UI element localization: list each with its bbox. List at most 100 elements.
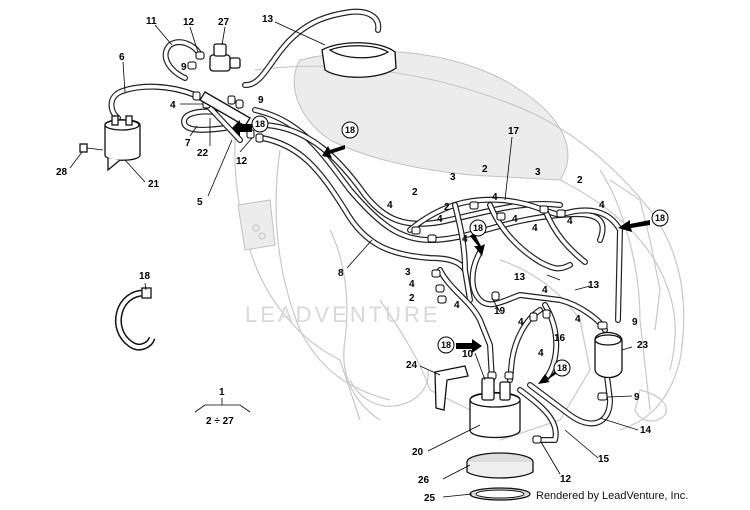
- fuel-filter: [594, 331, 623, 379]
- callout-3: 3: [450, 172, 456, 183]
- assembly-range: 2 ÷ 27: [206, 416, 234, 427]
- callout-19: 19: [494, 306, 506, 317]
- arrow-icon: [232, 120, 252, 136]
- callout-15: 15: [598, 454, 610, 465]
- callout-2-e: 2: [409, 293, 415, 304]
- fuel-pump: [469, 377, 521, 439]
- callout-4-o: 4: [538, 348, 544, 359]
- callout-2-b: 2: [412, 187, 418, 198]
- clamp-icon: [235, 99, 244, 109]
- assembly-number: 1: [219, 387, 225, 398]
- part-callouts: 11 12 27 13 6 9 4 9 7 22 12 28 21 5 17 2…: [56, 14, 652, 504]
- clamp-icon: [597, 321, 608, 330]
- callout-9-b: 9: [258, 95, 264, 106]
- callout-2-c: 2: [577, 175, 583, 186]
- clamp-icon: [255, 133, 264, 143]
- callout-16: 16: [554, 333, 566, 344]
- callout-18-e: 18: [441, 340, 451, 350]
- fuel-tank-cap: [321, 42, 397, 78]
- callout-12-b: 12: [236, 156, 248, 167]
- callout-28: 28: [56, 167, 68, 178]
- clamp-icon: [187, 61, 197, 70]
- callout-4-e: 4: [512, 214, 518, 225]
- clamp-ring: [114, 287, 156, 351]
- clamp-icon: [411, 226, 421, 235]
- arrow-icon: [618, 220, 650, 232]
- clamp-icon: [529, 312, 538, 322]
- clamp-icon: [227, 95, 236, 105]
- callout-13-c: 13: [588, 280, 600, 291]
- callout-9-d: 9: [634, 392, 640, 403]
- callout-6: 6: [119, 52, 125, 63]
- callout-18-b: 18: [345, 125, 355, 135]
- callout-5: 5: [197, 197, 203, 208]
- callout-8: 8: [338, 268, 344, 279]
- callout-7: 7: [185, 138, 191, 149]
- callout-4-n: 4: [575, 314, 581, 325]
- clamp-icon: [437, 295, 447, 304]
- callout-3-b: 3: [535, 167, 541, 178]
- circled-callout-icon: [651, 209, 669, 227]
- callout-9: 9: [181, 62, 187, 73]
- clamp-icon: [542, 309, 551, 319]
- clamp-icon: [469, 201, 479, 210]
- assembly-symbol: 1 2 ÷ 27: [194, 387, 251, 427]
- clamp-icon: [427, 234, 437, 243]
- callout-4-m: 4: [518, 317, 524, 328]
- callout-4-k: 4: [454, 300, 460, 311]
- circled-callout-icon: [251, 115, 269, 133]
- circled-callout-icon: [553, 359, 571, 377]
- callout-14: 14: [640, 425, 652, 436]
- callout-2-d: 2: [444, 202, 450, 213]
- arrow-icon: [470, 233, 485, 256]
- pointer-arrows: [232, 120, 650, 384]
- callout-21: 21: [148, 179, 160, 190]
- callout-4-f: 4: [462, 234, 468, 245]
- callout-4-l: 4: [542, 285, 548, 296]
- clamp-icon: [195, 51, 205, 60]
- callout-9-c: 9: [632, 317, 638, 328]
- hose-clamps: [187, 51, 608, 444]
- callout-27: 27: [218, 17, 230, 28]
- callout-18-ring: 18: [139, 271, 151, 282]
- clamp-icon: [556, 209, 566, 218]
- clamp-icon: [491, 291, 500, 301]
- callout-11: 11: [146, 16, 157, 27]
- clamp-icon: [504, 371, 514, 380]
- pump-ring: [466, 452, 534, 501]
- callout-4: 4: [170, 100, 176, 111]
- clamp-icon: [431, 269, 441, 278]
- check-valve: [209, 43, 241, 72]
- callout-13-b: 13: [514, 272, 526, 283]
- callout-4-d: 4: [492, 192, 498, 203]
- callout-20: 20: [412, 447, 424, 458]
- clamp-icon: [532, 435, 542, 444]
- callout-12: 12: [183, 17, 195, 28]
- leader-lines: [69, 21, 639, 498]
- callout-26: 26: [418, 475, 430, 486]
- circled-callout-icon: [341, 121, 359, 139]
- callout-4-c: 4: [437, 214, 443, 225]
- circled-callout-icon: [437, 336, 455, 354]
- callout-18-d: 18: [655, 213, 665, 223]
- clamp-icon: [192, 91, 201, 101]
- callout-13: 13: [262, 14, 274, 25]
- callout-18-c: 18: [473, 223, 483, 233]
- clamp-icon: [597, 392, 608, 401]
- bolt: [79, 143, 104, 153]
- mounting-bracket: [434, 365, 469, 411]
- arrow-icon: [322, 145, 345, 158]
- clamp-icon: [435, 284, 445, 293]
- callout-24: 24: [406, 360, 418, 371]
- callout-23: 23: [637, 340, 649, 351]
- callout-22: 22: [197, 148, 209, 159]
- footer-credit: Rendered by LeadVenture, Inc.: [536, 490, 689, 502]
- callout-3-c: 3: [405, 267, 411, 278]
- charcoal-canister: [104, 115, 141, 172]
- callout-18-a: 18: [255, 119, 265, 129]
- callout-4-h: 4: [567, 216, 573, 227]
- callout-17: 17: [508, 126, 520, 137]
- callout-4-b: 4: [387, 200, 393, 211]
- vent-hoses: [108, 8, 623, 443]
